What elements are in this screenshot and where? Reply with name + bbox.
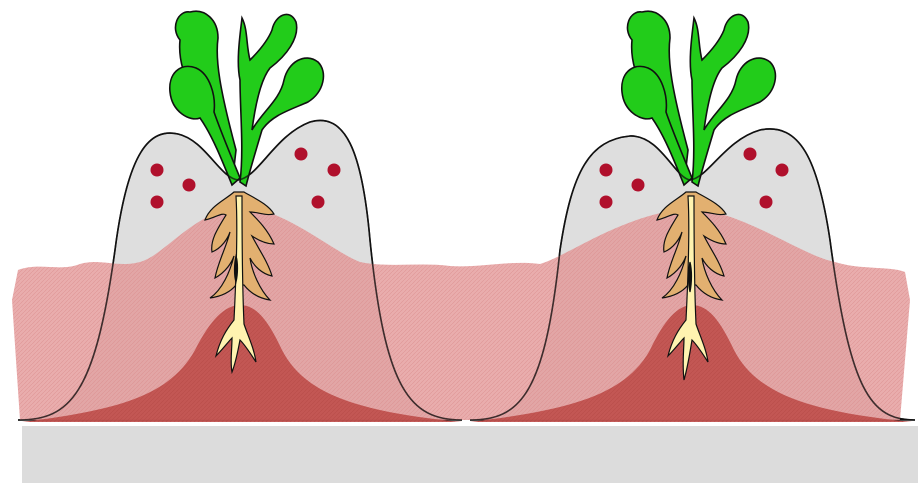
nutrient-dot (600, 164, 613, 177)
nutrient-dot (183, 179, 196, 192)
nutrient-dot (760, 196, 773, 209)
nutrient-dot (632, 179, 645, 192)
nutrient-dot (600, 196, 613, 209)
nutrient-dot (328, 164, 341, 177)
nutrient-dot (151, 164, 164, 177)
root-tip (689, 262, 692, 292)
ground-base-strip (22, 426, 918, 483)
nutrient-dot (776, 164, 789, 177)
nutrient-dot (295, 148, 308, 161)
nutrient-dot (312, 196, 325, 209)
nutrient-dot (744, 148, 757, 161)
root-tip (235, 256, 238, 282)
nutrient-dot (151, 196, 164, 209)
